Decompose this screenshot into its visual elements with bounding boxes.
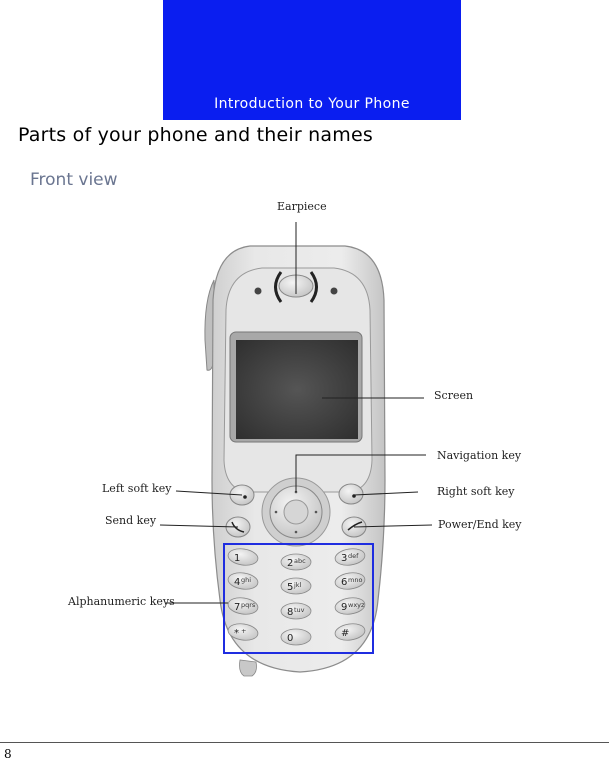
section-subheading: Front view	[30, 170, 118, 190]
keypad-key-letters: ghi	[241, 576, 251, 584]
keypad-key-letters: +	[241, 627, 246, 635]
right-soft-key-label: Right soft key	[437, 485, 515, 498]
keypad-key: 0	[280, 628, 312, 646]
left-soft-key-leader	[175, 490, 243, 496]
keypad-key-cap	[280, 628, 312, 646]
keypad-key-cap	[227, 548, 259, 566]
power-end-key-label: Power/End key	[438, 518, 522, 531]
keypad-key: #	[334, 623, 366, 641]
earpiece-bracket-right	[309, 271, 318, 303]
keypad-key-digit: 9	[341, 602, 347, 613]
keypad-key-digit: *	[234, 628, 239, 639]
keypad-key-cap	[334, 572, 366, 590]
keypad-key-cap	[334, 623, 366, 641]
keypad-key-letters: jkl	[293, 581, 302, 589]
keypad-key-letters: wxyz	[348, 601, 365, 609]
keypad-key-cap	[280, 553, 312, 571]
keypad-key: *+	[227, 623, 259, 641]
left-soft-key-label: Left soft key	[102, 482, 172, 495]
alphanumeric-keys-label: Alphanumeric keys	[68, 595, 175, 608]
keypad-key-cap	[227, 623, 259, 641]
keypad-key-digit: 0	[287, 633, 293, 644]
navigation-center	[283, 499, 309, 525]
keypad-key-letters: mno	[348, 576, 362, 584]
keypad-key-cap	[334, 597, 366, 615]
right-soft-key	[338, 483, 364, 505]
keypad-key-digit: 4	[234, 577, 240, 588]
keypad-key: 1	[227, 548, 259, 566]
keypad-key-letters: tuv	[294, 606, 305, 614]
keypad-key-digit: #	[341, 628, 349, 639]
keypad-key-cap	[227, 597, 259, 615]
keypad-key-cap	[334, 548, 366, 566]
keypad-key-cap	[227, 572, 259, 590]
send-key-leader	[159, 524, 239, 528]
keypad-key-cap	[280, 577, 312, 595]
keypad-key-digit: 5	[287, 582, 293, 593]
keypad-key-digit: 2	[287, 558, 293, 569]
earpiece-bracket-left	[274, 271, 283, 303]
navigation-key-label: Navigation key	[437, 449, 522, 462]
page-number: 8	[4, 747, 12, 761]
banner-title: Introduction to Your Phone	[214, 96, 410, 112]
indicator-dot-left	[254, 287, 262, 295]
indicator-dot-right	[330, 287, 338, 295]
footer-rule	[0, 742, 609, 743]
navigation-leader	[295, 454, 426, 492]
keypad-key-letters: def	[348, 552, 359, 560]
send-key-label: Send key	[105, 514, 157, 527]
screen-label: Screen	[434, 389, 474, 402]
keypad-key-digit: 3	[341, 553, 347, 564]
screen	[236, 340, 358, 439]
keypad-key-letters: abc	[294, 557, 306, 565]
page-heading: Parts of your phone and their names	[18, 124, 373, 146]
power-end-key-leader	[353, 524, 433, 528]
keypad-key-digit: 8	[287, 607, 293, 618]
keypad-key-letters: pqrs	[241, 601, 256, 609]
earpiece-label: Earpiece	[277, 200, 327, 213]
keypad-highlight-box	[223, 543, 374, 654]
keypad-key-digit: 6	[341, 577, 347, 588]
right-soft-key-leader	[353, 491, 419, 496]
keypad-key-digit: 7	[234, 602, 240, 613]
keypad-key-cap	[280, 602, 312, 620]
section-banner: Introduction to Your Phone	[163, 0, 461, 120]
keypad-key-digit: 1	[234, 553, 240, 564]
